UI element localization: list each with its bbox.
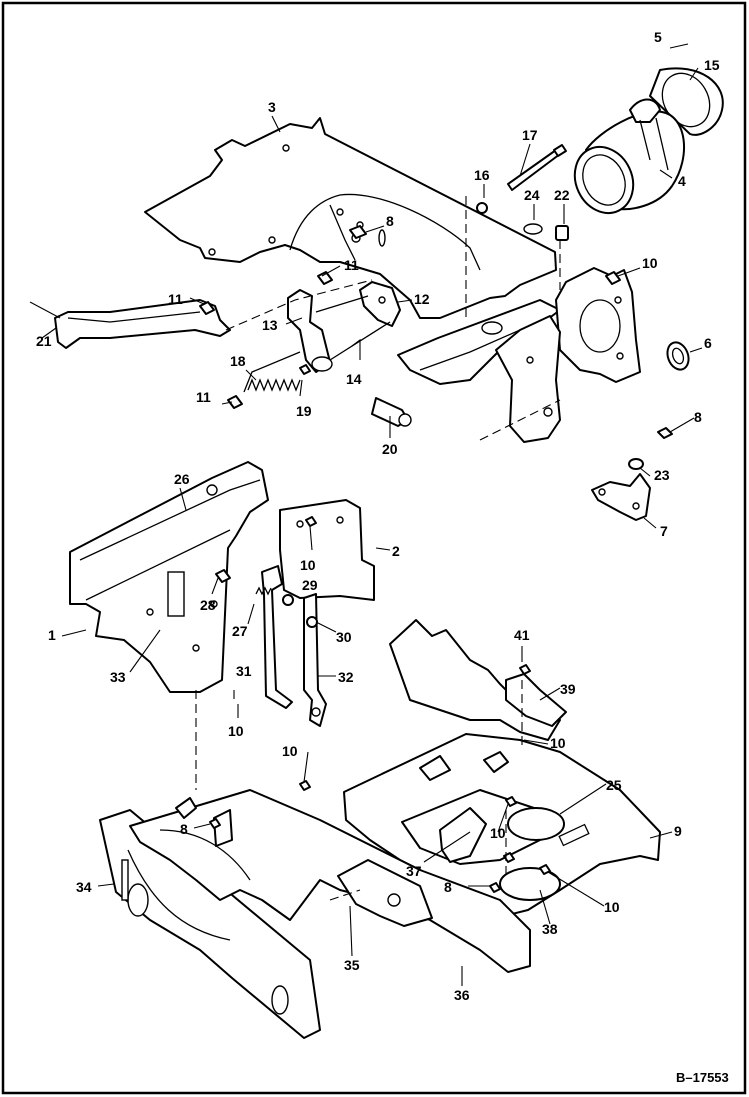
callout-4: 4 <box>678 173 686 189</box>
parts-29-32-control-levers <box>255 565 327 727</box>
part-12-13-pedal-bracket <box>287 281 401 373</box>
callout-16: 16 <box>474 167 490 183</box>
callout-12: 12 <box>414 291 430 307</box>
part-1-frame-rail <box>69 461 269 693</box>
right-upper-bracket <box>495 267 641 443</box>
callout-26: 26 <box>174 471 190 487</box>
callout-10: 10 <box>282 743 298 759</box>
callout-34: 34 <box>76 879 92 895</box>
callout-10: 10 <box>604 899 620 915</box>
callout-24: 24 <box>524 187 540 203</box>
callout-11: 11 <box>344 257 359 273</box>
callout-1: 1 <box>48 627 56 643</box>
part-3-top-cover <box>144 117 557 319</box>
centerlines-lower <box>195 680 523 901</box>
callout-10: 10 <box>300 557 316 573</box>
part-20-pin <box>371 397 412 427</box>
fasteners <box>199 225 621 893</box>
leader-lines <box>41 67 703 986</box>
callout-10: 10 <box>228 723 244 739</box>
callout-11: 11 <box>168 291 183 307</box>
callout-3: 3 <box>268 99 276 115</box>
callout-28: 28 <box>200 597 216 613</box>
callout-25: 25 <box>606 777 622 793</box>
callout-41: 41 <box>514 627 530 643</box>
callout-14: 14 <box>346 371 362 387</box>
centerlines-upper <box>225 196 561 441</box>
lower-main-frame <box>129 789 531 973</box>
callout-8: 8 <box>444 879 452 895</box>
callout-31: 31 <box>236 663 252 679</box>
callout-27: 27 <box>232 623 248 639</box>
callout-20: 20 <box>382 441 398 457</box>
callout-9: 9 <box>674 823 682 839</box>
callout-6: 6 <box>704 335 712 351</box>
part-2-side-plate <box>279 499 375 601</box>
callout-37: 37 <box>406 863 422 879</box>
callout-7: 7 <box>660 523 668 539</box>
part-21-lever-arm <box>29 299 231 349</box>
parts-6-7-8-23 <box>591 341 690 521</box>
part-4-15-boot-and-ring <box>573 43 724 215</box>
callout-10: 10 <box>642 255 658 271</box>
callout-17: 17 <box>522 127 538 143</box>
callout-11: 11 <box>196 389 211 405</box>
callout-10: 10 <box>550 735 566 751</box>
callout-8: 8 <box>386 213 394 229</box>
callout-labels: 5 15 3 17 4 16 24 22 8 11 10 11 12 13 21… <box>36 29 720 1003</box>
callout-8: 8 <box>694 409 702 425</box>
callout-23: 23 <box>654 467 670 483</box>
part-18-spring <box>243 351 301 393</box>
callout-36: 36 <box>454 987 470 1003</box>
callout-8: 8 <box>180 821 188 837</box>
callout-22: 22 <box>554 187 570 203</box>
callout-39: 39 <box>560 681 576 697</box>
callout-30: 30 <box>336 629 352 645</box>
callout-5: 5 <box>654 29 662 45</box>
figure-reference: B–17553 <box>676 1070 729 1085</box>
callout-2: 2 <box>392 543 400 559</box>
callout-21: 21 <box>36 333 52 349</box>
callout-32: 32 <box>338 669 354 685</box>
callout-29: 29 <box>302 577 318 593</box>
callout-38: 38 <box>542 921 558 937</box>
small-hardware-top <box>476 144 569 335</box>
callout-10: 10 <box>490 825 506 841</box>
callout-35: 35 <box>344 957 360 973</box>
callout-13: 13 <box>262 317 278 333</box>
callout-18: 18 <box>230 353 246 369</box>
callout-33: 33 <box>110 669 126 685</box>
callout-15: 15 <box>704 57 720 73</box>
callout-19: 19 <box>296 403 312 419</box>
part-39-shield-plate <box>389 619 567 741</box>
